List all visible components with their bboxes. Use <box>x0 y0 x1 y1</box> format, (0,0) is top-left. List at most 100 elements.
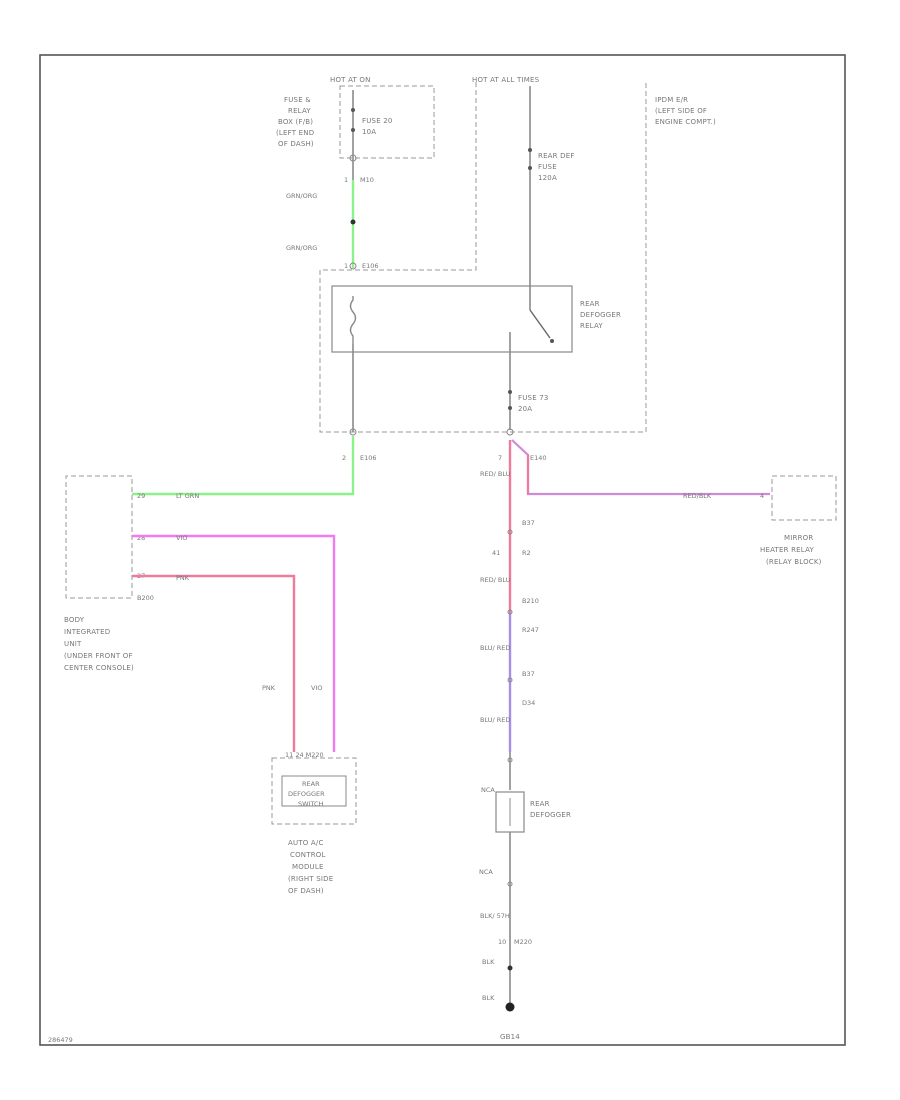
conn-d34: D34 <box>522 699 535 707</box>
e140-terminal <box>506 428 514 436</box>
svg-text:UNIT: UNIT <box>64 640 82 648</box>
svg-text:REAR DEF: REAR DEF <box>538 152 575 160</box>
svg-text:HEATER RELAY: HEATER RELAY <box>760 546 815 554</box>
wire-label-blk-2: BLK <box>482 994 495 1002</box>
ground-splice <box>507 965 513 971</box>
main-fuse-dot-b <box>528 166 532 170</box>
svg-text:FUSE 73: FUSE 73 <box>518 394 549 402</box>
conn-r247: R247 <box>522 626 539 634</box>
bcm-outline <box>65 475 133 599</box>
wire-label-lt-grn: LT GRN <box>176 492 199 500</box>
defogger-top-label: NCA <box>481 786 495 794</box>
fuse20-terminal <box>349 154 357 162</box>
lt-grn-wire <box>132 436 355 496</box>
wire-label-pnk: PNK <box>176 574 190 582</box>
fuse-73-label: FUSE 73 20A <box>518 394 549 413</box>
wire-label-grn-org-1: GRN/ORG <box>286 192 317 200</box>
pin-7: 7 <box>498 454 502 462</box>
svg-text:120A: 120A <box>538 174 557 182</box>
e106-terminal-bottom <box>349 428 357 436</box>
svg-text:20A: 20A <box>518 405 532 413</box>
svg-text:MODULE: MODULE <box>292 863 324 871</box>
hot-at-on-label: HOT AT ON <box>330 76 371 84</box>
mirror-relay-outline <box>771 475 837 521</box>
pin-10: 10 <box>498 938 506 946</box>
svg-text:CENTER CONSOLE): CENTER CONSOLE) <box>64 664 134 672</box>
diagram-id: 286479 <box>48 1036 73 1044</box>
wire-label-grn-org-2: GRN/ORG <box>286 244 317 252</box>
svg-text:OF DASH): OF DASH) <box>288 887 324 895</box>
conn-b37: B37 <box>522 519 535 527</box>
svg-text:IPDM E/R: IPDM E/R <box>655 96 688 104</box>
defogger-bottom-label: NCA <box>479 868 493 876</box>
wire-label-blk-b: BLK/ 57H <box>480 912 510 920</box>
ipdm-label: IPDM E/R (LEFT SIDE OF ENGINE COMPT.) <box>655 96 716 126</box>
wire-label-blk-1: BLK <box>482 958 495 966</box>
svg-text:10A: 10A <box>362 128 376 136</box>
conn-m10: M10 <box>360 176 374 184</box>
conn-r2: R2 <box>522 549 531 557</box>
rear-defogger-switch <box>281 775 347 807</box>
pin-2: 2 <box>342 454 346 462</box>
conn-e106-bottom: E106 <box>360 454 377 462</box>
svg-text:REAR: REAR <box>580 300 600 308</box>
fuse73-dot-b <box>508 406 512 410</box>
conn-m220: M220 <box>514 938 532 946</box>
ground-label: GB14 <box>500 1033 520 1041</box>
ipdm-outline <box>319 82 647 433</box>
bcm-conn: B200 <box>137 594 154 602</box>
pin-1b: 1 <box>344 262 348 270</box>
wire-label-red-blu-1: RED/ BLU <box>480 470 511 478</box>
fuse-relay-box-outline <box>339 85 435 159</box>
conn-e106-top: E106 <box>362 262 379 270</box>
svg-text:OF DASH): OF DASH) <box>278 140 314 148</box>
conn-b37-second: B37 <box>522 670 535 678</box>
ac-module-label: AUTO A/C CONTROL MODULE (RIGHT SIDE OF D… <box>288 839 333 895</box>
pin-41: 41 <box>492 549 500 557</box>
hot-at-all-times-label: HOT AT ALL TIMES <box>472 76 540 84</box>
svg-text:INTEGRATED: INTEGRATED <box>64 628 110 636</box>
relay-coil <box>349 296 357 344</box>
wire-label-blu-red-1: BLU/ RED <box>480 644 510 652</box>
wire-label-vio: VIO <box>176 534 187 542</box>
fuse20-dot-mid <box>351 128 355 132</box>
svg-text:BODY: BODY <box>64 616 85 624</box>
pnk-wire <box>132 574 296 752</box>
rear-defogger-relay-label: REAR DEFOGGER RELAY <box>580 300 621 330</box>
vio-wire <box>132 534 336 752</box>
rear-def-fuse-label: REAR DEF FUSE 120A <box>538 152 575 182</box>
fuse20-dot-top <box>351 108 355 112</box>
diagram-frame <box>39 54 846 1046</box>
wire-label-blu-red-2: BLU/ RED <box>480 716 510 724</box>
svg-text:SWITCH: SWITCH <box>298 800 324 808</box>
ground-conn-1 <box>507 881 513 887</box>
fuse73-dot-a <box>508 390 512 394</box>
pin-1a: 1 <box>344 176 348 184</box>
wire-label-red-blk: RED/BLK <box>683 492 712 500</box>
wire-label-red-blu-2: RED/ BLU <box>480 576 511 584</box>
svg-text:REAR: REAR <box>530 800 550 808</box>
wire-label-pnk-v: PNK <box>262 684 276 692</box>
svg-text:MIRROR: MIRROR <box>784 534 813 542</box>
bcm-pin-28: 28 <box>137 534 145 542</box>
svg-text:(LEFT END: (LEFT END <box>276 129 314 137</box>
fuse-relay-box-label: FUSE & RELAY BOX (F/B) (LEFT END OF DASH… <box>276 96 314 148</box>
svg-text:DEFOGGER: DEFOGGER <box>530 811 571 819</box>
rear-defogger-relay <box>331 285 573 353</box>
svg-text:FUSE &: FUSE & <box>284 96 311 104</box>
ground-point <box>505 1002 515 1012</box>
svg-text:(UNDER FRONT OF: (UNDER FRONT OF <box>64 652 133 660</box>
ac-module-pins: 11 24 M220 <box>285 751 324 759</box>
svg-text:(RELAY BLOCK): (RELAY BLOCK) <box>766 558 822 566</box>
svg-text:REAR: REAR <box>302 780 320 788</box>
svg-text:(RIGHT SIDE: (RIGHT SIDE <box>288 875 333 883</box>
mirror-relay-label: MIRROR HEATER RELAY (RELAY BLOCK) <box>760 534 822 566</box>
conn-e140: E140 <box>530 454 547 462</box>
svg-text:CONTROL: CONTROL <box>290 851 326 859</box>
bcm-pin-29: 29 <box>137 492 145 500</box>
svg-text:RELAY: RELAY <box>580 322 603 330</box>
wire-label-vio-v: VIO <box>311 684 322 692</box>
svg-text:(LEFT SIDE OF: (LEFT SIDE OF <box>655 107 707 115</box>
svg-text:DEFOGGER: DEFOGGER <box>288 790 325 798</box>
